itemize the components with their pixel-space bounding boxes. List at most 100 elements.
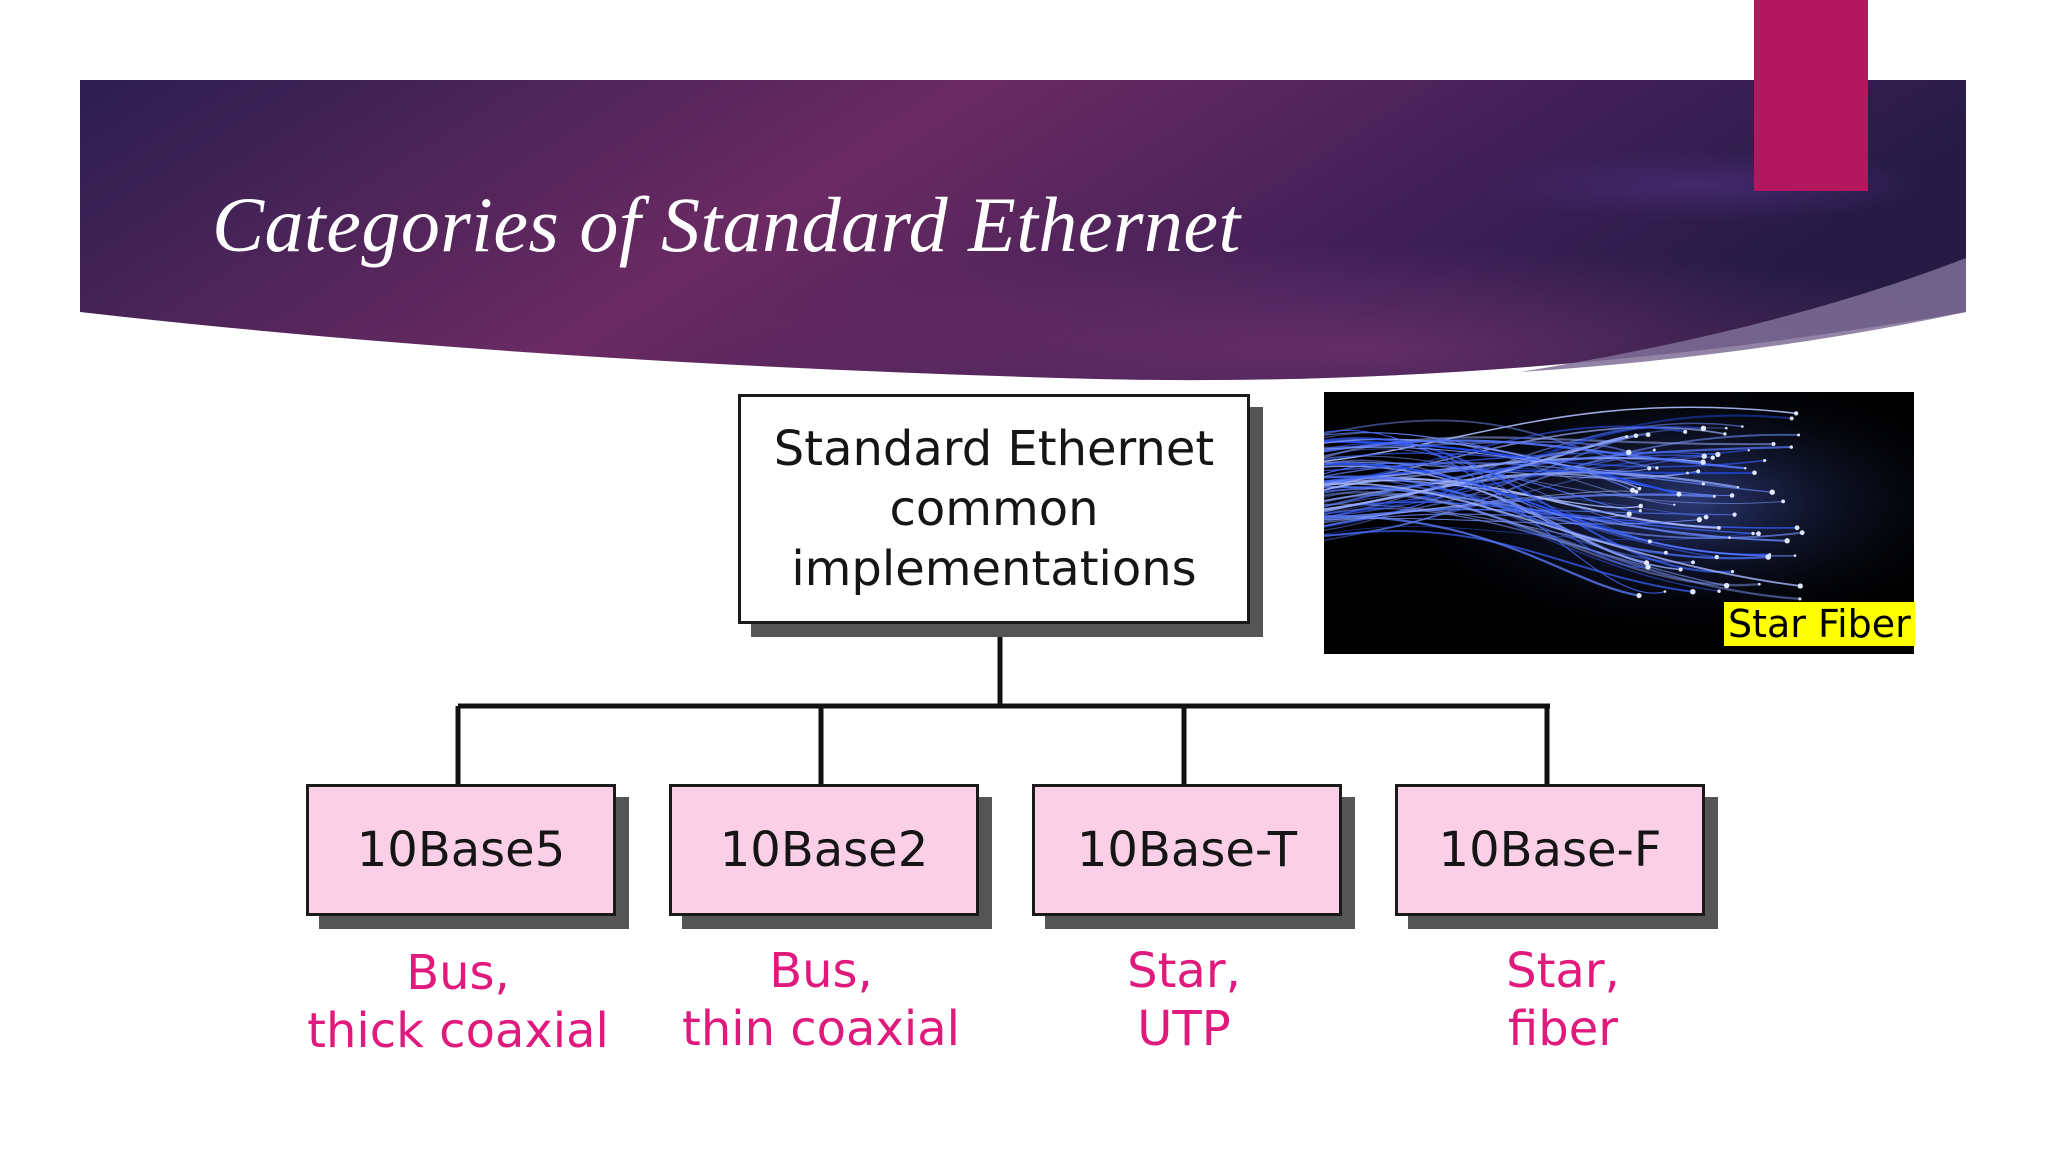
root-node-box: Standard Ethernet common implementations (738, 394, 1250, 624)
fiber-tip (1645, 564, 1651, 570)
fiber-tip (1732, 512, 1737, 517)
desc-10base-f: Star, fiber (1383, 942, 1743, 1058)
fiber-tip (1633, 433, 1639, 438)
node-label: 10Base-F (1438, 822, 1662, 878)
fiber-tip (1789, 445, 1793, 449)
fiber-strand (1324, 454, 1714, 518)
fiber-tip (1630, 487, 1636, 493)
node-10base2: 10Base2 (669, 784, 979, 916)
fiber-tip (1645, 432, 1651, 438)
fiber-strand (1324, 446, 1650, 472)
fiber-tip (1765, 554, 1772, 560)
fiber-tip (1643, 560, 1650, 566)
fiber-tip (1647, 466, 1652, 471)
fiber-tip (1781, 499, 1786, 504)
fiber-tip (1678, 567, 1683, 572)
desc-line-2: thick coaxial (307, 1003, 609, 1059)
fiber-tip (1716, 526, 1721, 530)
fiber-tip (1789, 416, 1794, 421)
fiber-tip (1725, 426, 1728, 430)
fiber-tip (1625, 449, 1632, 456)
fiber-tip (1696, 469, 1701, 474)
slide-title: Categories of Standard Ethernet (212, 181, 1241, 268)
fiber-tip (1729, 493, 1735, 498)
fiber-tip (1798, 597, 1802, 601)
fiber-tip (1771, 442, 1776, 447)
node-10base5: 10Base5 (306, 784, 616, 916)
fiber-strand (1324, 449, 1750, 519)
fiber-strand (1324, 419, 1658, 469)
fiber-tip (1638, 503, 1643, 509)
fiber-strand (1324, 526, 1754, 541)
fiber-strand (1324, 451, 1719, 472)
fiber-tip (1793, 554, 1797, 557)
fiber-tip (1728, 536, 1731, 539)
fiber-tip (1701, 482, 1705, 486)
fiber-strand (1324, 485, 1718, 558)
fiber-strand (1324, 440, 1630, 454)
desc-10base-t: Star, UTP (1004, 942, 1364, 1058)
desc-10base2: Bus, thin coaxial (641, 942, 1001, 1058)
fiber-strand (1324, 455, 1784, 505)
fiber-tip (1799, 530, 1805, 536)
fiber-tip (1700, 425, 1707, 432)
fiber-strand (1324, 434, 1638, 487)
desc-10base5: Bus, thick coaxial (278, 944, 638, 1060)
fiber-tip (1712, 494, 1716, 498)
fiber-strand (1324, 452, 1766, 468)
fiber-tip (1696, 516, 1703, 523)
desc-line-2: UTP (1137, 1001, 1231, 1057)
fiber-tip (1691, 560, 1695, 565)
fiber-strand (1324, 475, 1770, 560)
fiber-tip (1634, 489, 1639, 494)
fiber-tip (1717, 589, 1721, 593)
fiber-caption: Star Fiber (1724, 602, 1915, 646)
fiber-tip (1703, 514, 1709, 520)
fiber-strand (1324, 414, 1793, 514)
fiber-strand (1324, 433, 1800, 537)
fiber-tip (1714, 554, 1719, 560)
fiber-tip (1664, 550, 1668, 555)
fiber-strand (1324, 465, 1682, 571)
fiber-tip (1794, 525, 1800, 531)
fiber-tip (1647, 539, 1652, 544)
fiber-tip (1744, 467, 1747, 470)
fiber-tip (1637, 486, 1642, 491)
fiber-tip (1715, 451, 1721, 458)
fiber-strand (1324, 406, 1797, 463)
fiber-tip (1638, 509, 1642, 513)
fiber-tip (1625, 435, 1629, 439)
fiber-tip (1710, 455, 1715, 460)
fiber-tip (1756, 531, 1761, 537)
fiber-tip (1673, 503, 1676, 506)
fiber-strand (1324, 437, 1734, 573)
fiber-tip (1686, 471, 1689, 475)
fiber-tip (1784, 538, 1790, 544)
fiber-strand (1324, 530, 1694, 593)
fiber-strand (1324, 442, 1649, 568)
node-label: 10Base2 (719, 822, 929, 878)
fiber-tip (1797, 433, 1801, 437)
root-line-3: implementations (791, 541, 1197, 597)
desc-line-2: fiber (1508, 1001, 1618, 1057)
fiber-tip (1701, 453, 1707, 459)
fiber-tip (1751, 531, 1755, 536)
node-10base-f: 10Base-F (1395, 784, 1705, 916)
fiber-tip (1747, 449, 1750, 452)
fiber-tip (1700, 459, 1706, 465)
node-10base-t: 10Base-T (1032, 784, 1342, 916)
fiber-tip (1730, 570, 1735, 574)
fiber-strand (1324, 448, 1730, 538)
desc-line-1: Bus, (406, 945, 510, 1001)
fiber-tip (1626, 511, 1632, 517)
desc-line-1: Bus, (769, 943, 873, 999)
fiber-tip (1763, 458, 1767, 463)
fiber-tip (1690, 588, 1696, 595)
fiber-tip (1741, 425, 1744, 428)
fiber-strand (1324, 517, 1700, 525)
desc-line-1: Star, (1127, 943, 1241, 999)
node-label: 10Base-T (1076, 822, 1298, 878)
desc-line-2: thin coaxial (682, 1001, 960, 1057)
